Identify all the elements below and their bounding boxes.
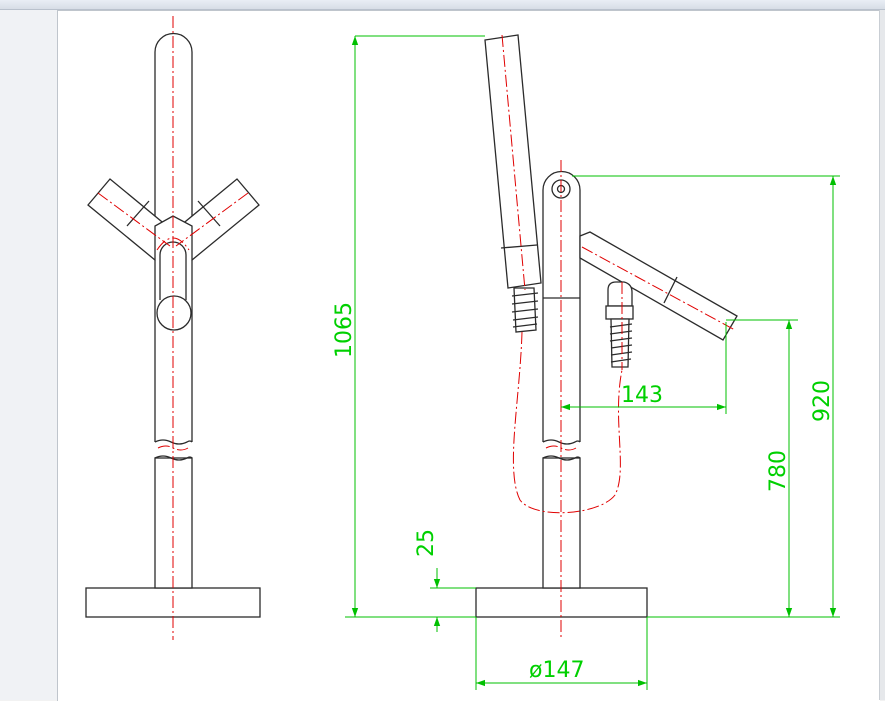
front-break-bottom <box>154 455 193 461</box>
dim-outlet-height-label: 780 <box>766 450 791 492</box>
side-centerlines <box>501 34 736 640</box>
side-hose <box>512 331 623 514</box>
dimension-labels: 1065 920 780 143 25 ø147 <box>332 302 835 683</box>
side-supply-nut <box>605 305 634 320</box>
dimension-lines <box>345 35 840 690</box>
vertical-scrollbar[interactable] <box>879 10 885 700</box>
front-break-top <box>154 439 193 445</box>
dim-spout-reach-label: 143 <box>621 383 663 408</box>
side-view <box>475 34 738 618</box>
front-knob <box>156 295 192 331</box>
dim-base-thickness-label: 25 <box>414 529 439 557</box>
dim-total-height-label: 1065 <box>332 302 357 358</box>
drawing-canvas <box>57 10 880 701</box>
side-supply-elbow <box>607 281 633 307</box>
window-top-bar <box>0 0 885 10</box>
front-centerlines <box>97 16 249 640</box>
left-panel <box>0 10 57 700</box>
side-spout <box>579 231 738 341</box>
dim-spout-height-label: 920 <box>810 380 835 422</box>
dim-base-diameter-label: ø147 <box>529 658 584 683</box>
